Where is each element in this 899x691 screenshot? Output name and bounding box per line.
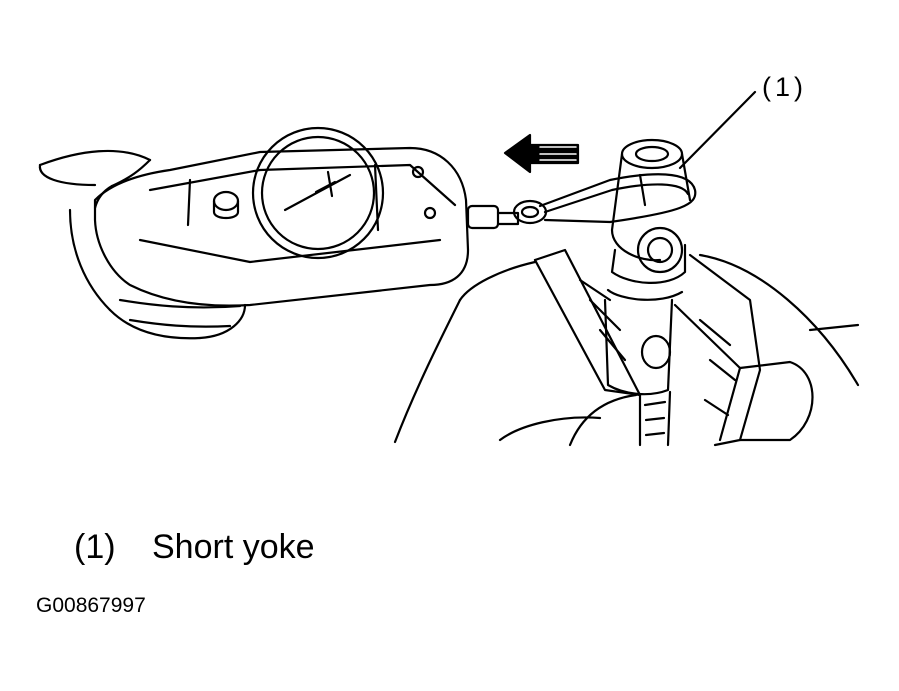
pull-direction-arrow-icon — [503, 133, 580, 174]
callout-number-1: (1) — [762, 72, 807, 102]
universal-joint-icon — [603, 138, 692, 447]
legend-item-text: Short yoke — [152, 528, 315, 566]
vise-icon — [533, 248, 860, 447]
technical-illustration — [38, 90, 860, 447]
spring-scale-icon — [93, 126, 548, 307]
hand-icon — [38, 149, 247, 340]
legend-item-number: (1) — [74, 528, 116, 566]
legend: (1) Short yoke — [74, 528, 315, 567]
figure-id: G00867997 — [36, 594, 146, 617]
